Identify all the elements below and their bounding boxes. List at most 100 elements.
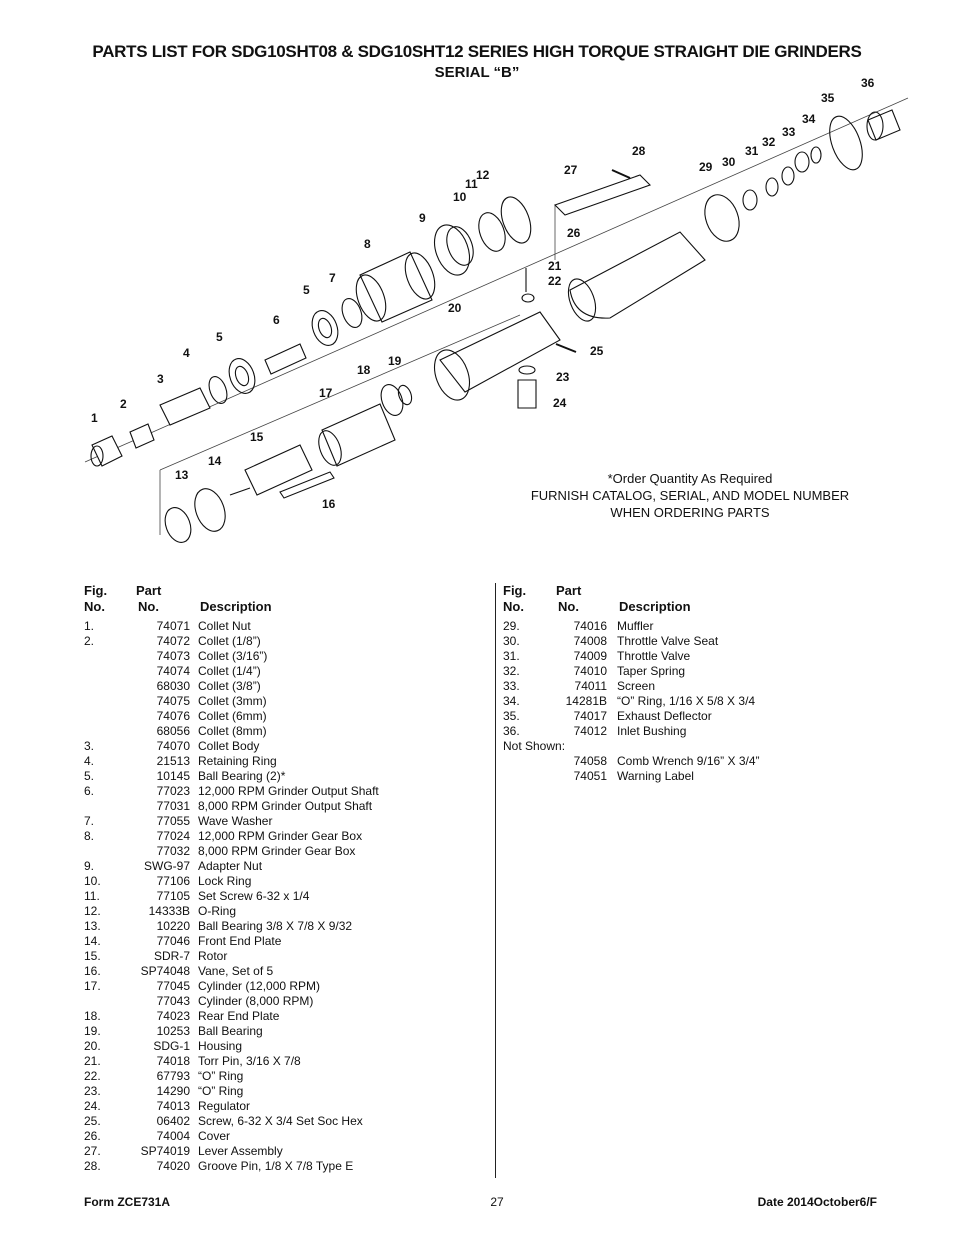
part-cover bbox=[567, 231, 706, 322]
part-number: SDG-1 bbox=[153, 1039, 190, 1053]
callout-23: 23 bbox=[556, 370, 570, 384]
part-number: 74074 bbox=[156, 664, 190, 678]
fig-number: 29. bbox=[503, 619, 520, 633]
part-number: 77023 bbox=[156, 784, 190, 798]
part-number: 74011 bbox=[574, 679, 607, 693]
part-description: Cylinder (12,000 RPM) bbox=[198, 979, 321, 993]
part-number: 77043 bbox=[156, 994, 190, 1008]
fig-number: 5. bbox=[84, 769, 95, 783]
part-description: Exhaust Deflector bbox=[617, 709, 712, 723]
fig-number: 3. bbox=[84, 739, 95, 753]
part-description: Groove Pin, 1/8 X 7/8 Type E bbox=[198, 1159, 354, 1173]
footer-form: Form ZCE731A bbox=[84, 1195, 171, 1209]
part-description: Rotor bbox=[198, 949, 228, 963]
callout-27: 27 bbox=[564, 163, 578, 177]
part-description: Retaining Ring bbox=[198, 754, 277, 768]
part-description: Collet (3mm) bbox=[198, 694, 267, 708]
table-row: 74075 Collet (3mm) bbox=[84, 694, 484, 709]
part-number: 74058 bbox=[573, 754, 607, 768]
part-description: O-Ring bbox=[198, 904, 237, 918]
part-description: Collet (3/16”) bbox=[198, 649, 268, 663]
left-header-fig: Fig. No. bbox=[84, 583, 108, 614]
callout-4: 4 bbox=[183, 346, 190, 360]
right-header-fig: Fig. No. bbox=[503, 583, 527, 614]
fig-number: 21. bbox=[84, 1054, 101, 1068]
part-description: “O” Ring bbox=[198, 1069, 244, 1083]
part-number: SP74019 bbox=[140, 1144, 190, 1158]
part-number: 77031 bbox=[156, 799, 190, 813]
part-number: 74012 bbox=[573, 724, 607, 738]
part-description: Taper Spring bbox=[617, 664, 686, 678]
fig-number: 28. bbox=[84, 1159, 101, 1173]
part-number: 74013 bbox=[156, 1099, 190, 1113]
part-number: 77032 bbox=[156, 844, 190, 858]
part-number: 74071 bbox=[156, 619, 190, 633]
fig-number: 18. bbox=[84, 1009, 101, 1023]
callout-1: 1 bbox=[91, 411, 98, 425]
part-number: 77046 bbox=[156, 934, 190, 948]
part-description: Collet (8mm) bbox=[198, 724, 267, 738]
part-number: 74008 bbox=[573, 634, 607, 648]
part-description: Collet (1/8”) bbox=[198, 634, 261, 648]
part-description: Torr Pin, 3/16 X 7/8 bbox=[198, 1054, 301, 1068]
fig-number: 25. bbox=[84, 1114, 101, 1128]
order-note-line-2: FURNISH CATALOG, SERIAL, AND MODEL NUMBE… bbox=[530, 488, 850, 503]
part-description: Cover bbox=[198, 1129, 231, 1143]
order-note-line-1: *Order Quantity As Required bbox=[607, 471, 773, 486]
part-number: 74020 bbox=[156, 1159, 190, 1173]
part-number: 21513 bbox=[156, 754, 190, 768]
order-note-line-3: WHEN ORDERING PARTS bbox=[610, 505, 770, 520]
part-number: 10145 bbox=[156, 769, 190, 783]
fig-number: 32. bbox=[503, 664, 520, 678]
column-divider bbox=[495, 583, 496, 1178]
fig-number: 10. bbox=[84, 874, 101, 888]
part-number: SP74048 bbox=[140, 964, 190, 978]
part-number: 14281B bbox=[565, 694, 607, 708]
table-row: 23.14290“O” Ring bbox=[84, 1084, 484, 1099]
page-title: PARTS LIST FOR SDG10SHT08 & SDG10SHT12 S… bbox=[92, 42, 862, 61]
fig-number: 20. bbox=[84, 1039, 101, 1053]
part-description: “O” Ring, 1/16 X 5/8 X 3/4 bbox=[617, 694, 756, 708]
part-number: 74075 bbox=[156, 694, 190, 708]
fig-number: 23. bbox=[84, 1084, 101, 1098]
footer-date: Date 2014October6/F bbox=[757, 1195, 877, 1209]
part-description: Screw, 6-32 X 3/4 Set Soc Hex bbox=[198, 1114, 363, 1128]
callout-21: 21 bbox=[548, 259, 562, 273]
callout-5a: 5 bbox=[216, 330, 223, 344]
callout-13: 13 bbox=[175, 468, 189, 482]
fig-number: 17. bbox=[84, 979, 101, 993]
callout-36: 36 bbox=[861, 76, 875, 90]
part-collet-nut bbox=[90, 435, 123, 467]
part-description: Inlet Bushing bbox=[617, 724, 687, 738]
part-number: 77055 bbox=[156, 814, 190, 828]
part-description: Ball Bearing (2)* bbox=[198, 769, 286, 783]
part-description: Collet (1/4”) bbox=[198, 664, 261, 678]
callout-11: 11 bbox=[465, 177, 478, 191]
fig-number: 35. bbox=[503, 709, 520, 723]
part-description: 8,000 RPM Grinder Output Shaft bbox=[198, 799, 373, 813]
part-number: SWG-97 bbox=[143, 859, 190, 873]
fig-number: 13. bbox=[84, 919, 101, 933]
part-description: 8,000 RPM Grinder Gear Box bbox=[198, 844, 356, 858]
page-subtitle: SERIAL “B” bbox=[434, 64, 520, 81]
callout-15: 15 bbox=[250, 430, 264, 444]
